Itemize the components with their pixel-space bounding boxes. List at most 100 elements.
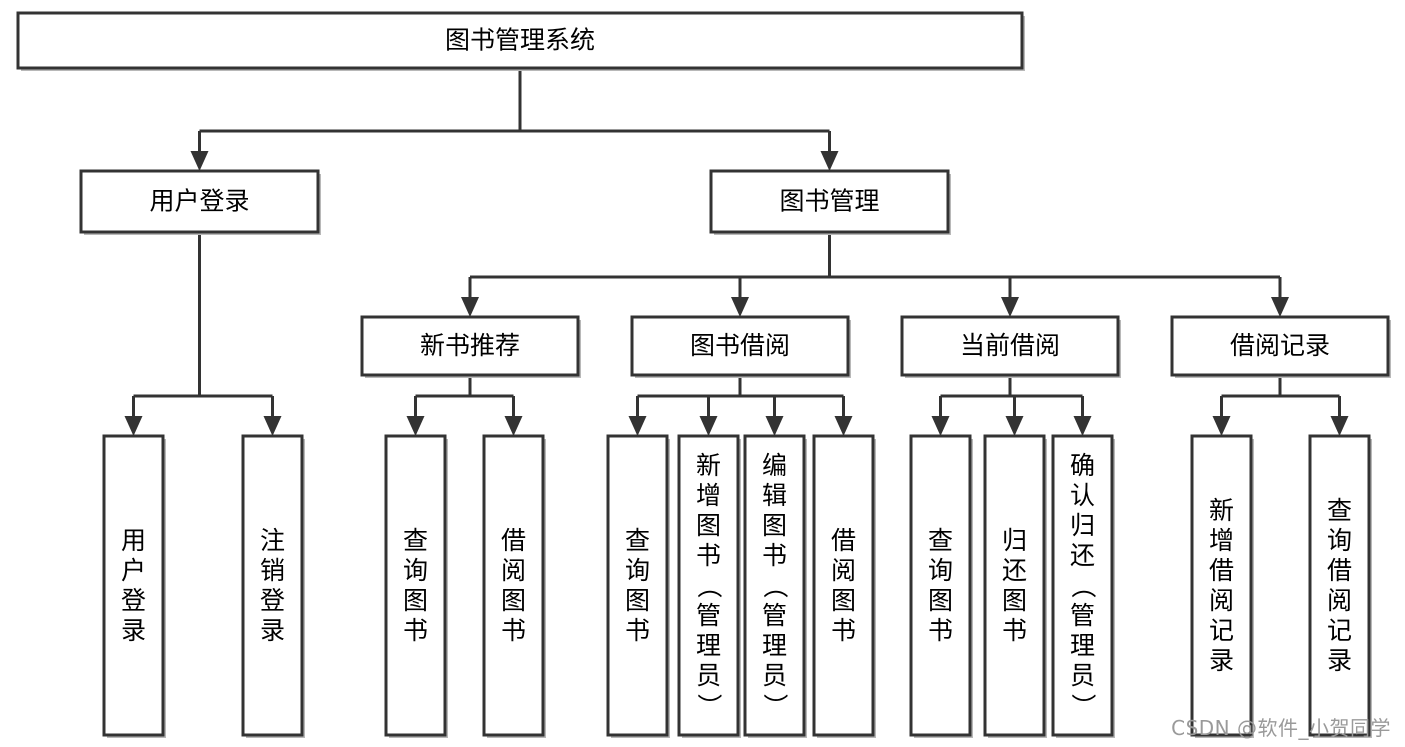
node-box[interactable] — [812, 434, 875, 737]
node-box[interactable] — [16, 11, 1024, 70]
node-label-char: ） — [761, 693, 790, 718]
node-label-char: 员 — [1070, 661, 1095, 690]
node-label: 当前借阅 — [960, 331, 1060, 360]
node-label-char: 新 — [696, 451, 721, 480]
node-l3-current[interactable]: 当前借阅 — [900, 315, 1121, 378]
node-box[interactable] — [102, 434, 165, 737]
node-label-char: 阅 — [1209, 586, 1234, 615]
node-label-char: （ — [761, 573, 790, 598]
node-box[interactable] — [1051, 434, 1114, 737]
node-label-char: 管 — [762, 601, 787, 630]
node-label-char: 登 — [121, 586, 146, 615]
node-label-char: 书 — [928, 616, 953, 645]
node-label-char: 借 — [501, 526, 526, 555]
node-label-char: 图 — [625, 586, 650, 615]
node-leaf-user-login[interactable]: 用户登录 — [102, 434, 166, 738]
node-label-char: 管 — [696, 601, 721, 630]
node-l2-book-admin[interactable]: 图书管理 — [709, 169, 951, 235]
edge-arrowhead — [765, 416, 784, 436]
node-label-char: 还 — [1070, 541, 1095, 570]
node-label-char: 理 — [762, 631, 787, 660]
node-box[interactable] — [709, 169, 950, 234]
node-l3-record[interactable]: 借阅记录 — [1170, 315, 1391, 378]
node-label-char: 查 — [1327, 496, 1352, 525]
node-box[interactable] — [909, 434, 972, 737]
edge-arrowhead — [1330, 416, 1349, 436]
edge-group-l2-user-login — [124, 232, 282, 436]
node-box[interactable] — [482, 434, 545, 737]
node-label-char: 阅 — [1327, 586, 1352, 615]
node-box[interactable] — [743, 434, 806, 737]
edge-arrowhead — [124, 416, 143, 436]
node-label-char: 图 — [762, 511, 787, 540]
node-box[interactable] — [606, 434, 669, 737]
edge-arrowhead — [834, 416, 853, 436]
node-box[interactable] — [79, 169, 320, 234]
node-label-char: 归 — [1070, 511, 1095, 540]
node-label-char: 书 — [501, 616, 526, 645]
node-box[interactable] — [1308, 434, 1371, 737]
node-label-char: 书 — [625, 616, 650, 645]
node-l2-user-login[interactable]: 用户登录 — [79, 169, 321, 235]
edge-arrowhead — [628, 416, 647, 436]
node-label-char: 登 — [260, 586, 285, 615]
node-label-char: 增 — [696, 481, 721, 510]
node-label-char: （ — [1069, 573, 1098, 598]
node-label-char: 认 — [1070, 481, 1095, 510]
node-label: 用户登录 — [149, 187, 249, 216]
node-label-char: 记 — [1209, 616, 1234, 645]
node-label-char: 询 — [403, 556, 428, 585]
node-label-char: 查 — [403, 526, 428, 555]
node-label-char: 员 — [762, 661, 787, 690]
node-l3-borrow[interactable]: 图书借阅 — [630, 315, 851, 378]
node-root[interactable]: 图书管理系统 — [16, 11, 1025, 71]
node-label-char: 确 — [1070, 451, 1095, 480]
node-label-char: 注 — [260, 526, 285, 555]
node-layer: 图书管理系统用户登录图书管理新书推荐图书借阅当前借阅借阅记录用户登录注销登录查询… — [16, 11, 1391, 738]
node-label-char: 还 — [1002, 556, 1027, 585]
node-label-char: 阅 — [501, 556, 526, 585]
node-label-char: 归 — [1002, 526, 1027, 555]
edge-group-l3-new-book — [406, 375, 523, 436]
edge-arrowhead — [263, 416, 282, 436]
node-label-char: 图 — [501, 586, 526, 615]
node-box[interactable] — [677, 434, 740, 737]
node-box[interactable] — [983, 434, 1046, 737]
node-box[interactable] — [1190, 434, 1253, 737]
edge-arrowhead — [731, 297, 749, 317]
node-label-char: 辑 — [762, 481, 787, 510]
node-label-char: 户 — [121, 556, 146, 585]
node-label-char: 增 — [1209, 526, 1234, 555]
node-l3-new-book[interactable]: 新书推荐 — [360, 315, 581, 378]
node-label: 图书管理系统 — [445, 26, 595, 55]
node-label-char: 员 — [696, 661, 721, 690]
node-box[interactable] — [630, 315, 850, 377]
node-label-char: 查 — [625, 526, 650, 555]
node-box[interactable] — [384, 434, 447, 737]
node-label-char: 管 — [1070, 601, 1095, 630]
node-label-char: ） — [695, 693, 724, 718]
node-label-char: 借 — [1209, 556, 1234, 585]
node-box[interactable] — [1170, 315, 1390, 377]
node-box[interactable] — [900, 315, 1120, 377]
node-label-char: 编 — [762, 451, 787, 480]
node-label-char: 询 — [625, 556, 650, 585]
node-label-char: 图 — [1002, 586, 1027, 615]
edge-arrowhead — [931, 416, 950, 436]
node-label: 图书借阅 — [690, 331, 790, 360]
node-box[interactable] — [360, 315, 580, 377]
node-box[interactable] — [241, 434, 304, 737]
